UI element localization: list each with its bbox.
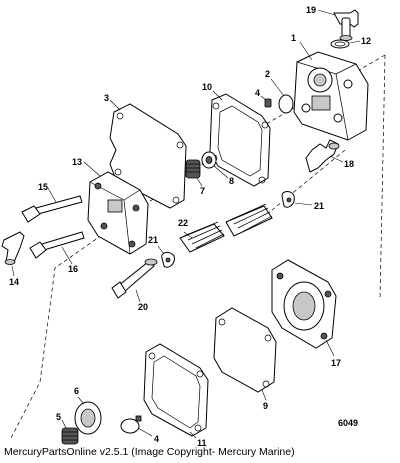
callout-14: 14	[9, 277, 19, 287]
part-18-angled-fitting[interactable]	[305, 139, 344, 173]
callout-21-right: 21	[314, 201, 324, 211]
callout-2: 2	[265, 69, 270, 79]
callout-20: 20	[138, 302, 148, 312]
callout-1: 1	[291, 33, 296, 43]
callout-8: 8	[229, 176, 234, 186]
callout-13: 13	[72, 157, 82, 167]
part-9-gasket[interactable]	[213, 307, 277, 401]
part-13-cover[interactable]	[83, 161, 149, 255]
callout-6: 6	[74, 386, 79, 396]
part-1-pump-body[interactable]	[293, 41, 369, 141]
callout-22: 22	[178, 218, 188, 228]
callout-16: 16	[68, 264, 78, 274]
copyright-footer: MercuryPartsOnline v2.5.1 (Image Copyrig…	[4, 446, 295, 458]
callout-labels: 19 1 12 2 10 3 4 13 18 7 8 15 21 22 21 1…	[9, 5, 371, 448]
part-5-spring[interactable]	[61, 419, 79, 445]
part-11-plate[interactable]	[143, 343, 209, 439]
part-21-clip-left[interactable]	[157, 245, 175, 268]
callout-15: 15	[38, 182, 48, 192]
part-17-housing[interactable]	[271, 259, 337, 357]
callout-18: 18	[344, 159, 354, 169]
part-8-washer[interactable]	[201, 151, 229, 179]
callout-12: 12	[361, 36, 371, 46]
callout-11: 11	[197, 438, 207, 448]
callout-17: 17	[331, 358, 341, 368]
part-20-tube[interactable]	[111, 258, 158, 303]
callout-5: 5	[56, 412, 61, 422]
callout-10: 10	[202, 82, 212, 92]
part-2-check-valve-disc[interactable]	[270, 78, 294, 114]
part-19-elbow-fitting[interactable]	[317, 9, 359, 41]
callout-19: 19	[306, 5, 316, 15]
callout-3: 3	[104, 93, 109, 103]
callout-7: 7	[200, 186, 205, 196]
part-4-screw-upper[interactable]	[260, 95, 272, 108]
callout-21-left: 21	[148, 235, 158, 245]
figure-number: 6049	[338, 418, 358, 428]
part-12-o-ring[interactable]	[330, 39, 361, 49]
part-10-gasket[interactable]	[209, 90, 271, 187]
part-6-diaphragm[interactable]	[74, 396, 102, 435]
part-7-small-spring[interactable]	[185, 159, 203, 187]
part-22-springs[interactable]	[179, 203, 273, 253]
part-15-long-screw[interactable]	[21, 187, 83, 223]
part-14-elbow-fitting[interactable]	[1, 231, 25, 277]
part-3-plate[interactable]	[109, 99, 187, 209]
callout-4-lower: 4	[154, 434, 159, 444]
part-21-clip-right[interactable]	[281, 191, 313, 208]
callout-9: 9	[263, 401, 268, 411]
callout-4-upper: 4	[255, 88, 260, 98]
part-16-screw[interactable]	[29, 231, 85, 265]
part-4-check-valve-lower[interactable]	[120, 415, 153, 437]
